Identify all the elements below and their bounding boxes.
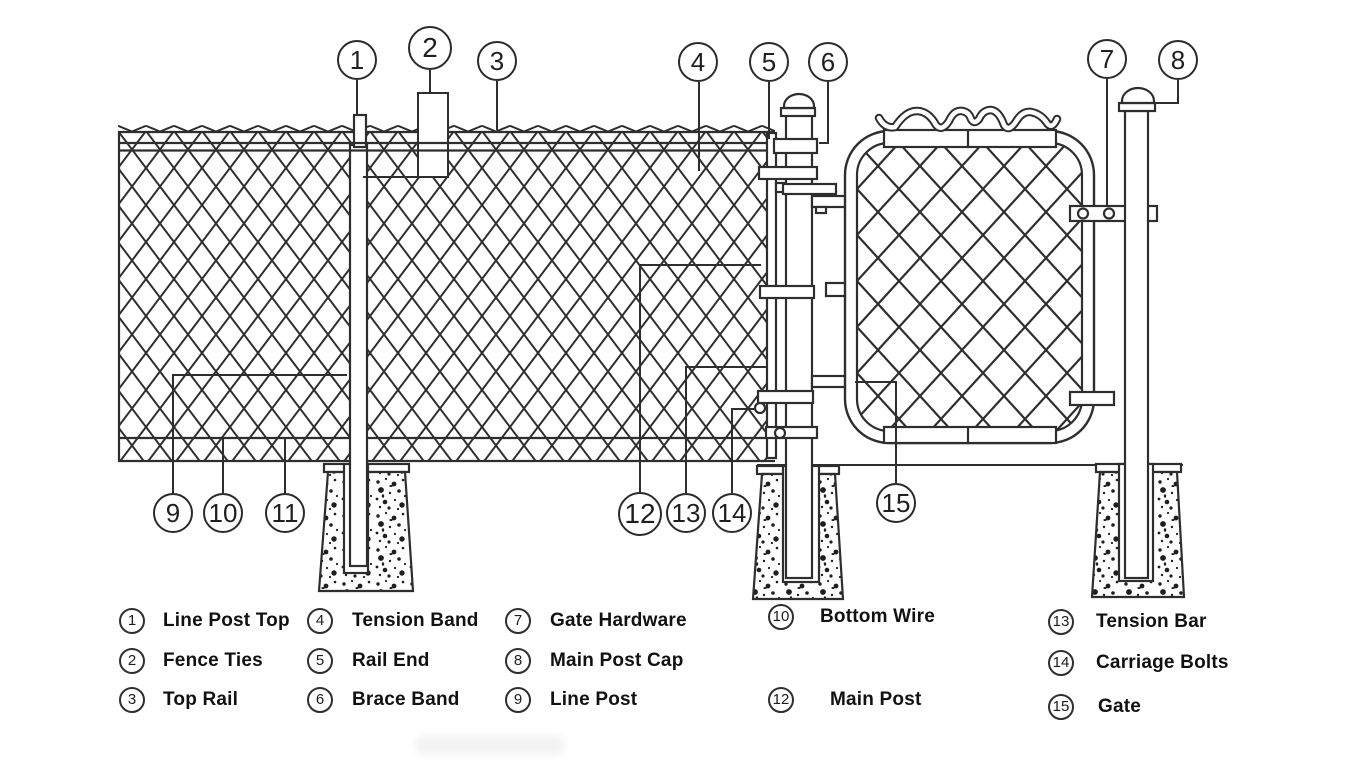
- legend-item-label: Line Post Top: [163, 609, 290, 631]
- leader-12: [639, 264, 761, 492]
- gate-top-bar: [882, 128, 1058, 149]
- gate-hinge-top: [810, 194, 850, 209]
- tension-band-mid: [758, 284, 816, 300]
- legend-item-label: Gate Hardware: [550, 609, 687, 631]
- callout-circle-15: 15: [876, 483, 916, 523]
- tension-band-top: [757, 165, 819, 181]
- gate-scroll-ornament: [874, 105, 1062, 133]
- callout-circle-9: 9: [153, 493, 193, 533]
- legend-item-number: 10: [768, 603, 794, 630]
- legend-item-label: Bottom Wire: [820, 605, 935, 627]
- legend-item: 14 Carriage Bolts: [1048, 649, 1229, 676]
- gate: [843, 128, 1096, 445]
- legend-item-label: Fence Ties: [163, 649, 263, 671]
- gate-post-cap: [1120, 86, 1156, 105]
- gate-mesh: [855, 141, 1084, 433]
- main-post-cap: [782, 92, 816, 110]
- legend-item-label: Carriage Bolts: [1096, 651, 1229, 673]
- leader-15: [855, 381, 897, 483]
- legend-item: 10 Bottom Wire: [768, 603, 935, 630]
- legend-item-label: Tension Bar: [1096, 610, 1207, 632]
- callout-circle-14: 14: [712, 493, 752, 533]
- callout-circle-2: 2: [408, 26, 452, 70]
- gate-bottom-bar: [882, 425, 1058, 445]
- legend-item: 13 Tension Bar: [1048, 608, 1207, 635]
- callout-circle-13: 13: [666, 493, 706, 533]
- legend-item: 2 Fence Ties: [119, 647, 263, 674]
- legend-item-label: Line Post: [550, 688, 638, 710]
- legend-item-number: 15: [1048, 693, 1074, 720]
- legend-item: 7 Gate Hardware: [505, 607, 687, 634]
- legend-item: 12 Main Post: [768, 686, 922, 713]
- leader-6: [819, 82, 829, 144]
- callout-circle-12: 12: [618, 492, 662, 536]
- legend-item-label: Tension Band: [352, 609, 479, 631]
- legend-item-label: Rail End: [352, 649, 430, 671]
- brace-band-low: [764, 425, 819, 440]
- line-post-top: [352, 113, 368, 149]
- leader-14: [731, 408, 754, 493]
- legend-item-label: Main Post Cap: [550, 649, 684, 671]
- legend-item: 1 Line Post Top: [119, 607, 290, 634]
- callout-circle-1: 1: [337, 40, 377, 80]
- tension-band-low: [756, 389, 815, 405]
- line-post: [348, 113, 369, 568]
- callout-circle-3: 3: [477, 41, 517, 81]
- legend-item: 4 Tension Band: [307, 607, 479, 634]
- leader-13: [685, 366, 766, 493]
- watermark-smudge: [415, 736, 565, 754]
- legend-item-number: 7: [505, 607, 531, 634]
- legend-item-number: 6: [307, 686, 333, 713]
- legend-item-number: 3: [119, 686, 145, 713]
- gate-post: [1117, 86, 1157, 580]
- fence-mesh: [118, 131, 775, 460]
- hinge-bracket-low: [1068, 390, 1116, 407]
- leader-9: [172, 374, 347, 493]
- legend-item-number: 13: [1048, 608, 1074, 635]
- legend-item-number: 2: [119, 647, 145, 674]
- legend-item-label: Brace Band: [352, 688, 460, 710]
- legend-item-number: 12: [768, 686, 794, 713]
- legend-item-number: 8: [505, 647, 531, 674]
- legend-item: 6 Brace Band: [307, 686, 460, 713]
- callout-circle-5: 5: [749, 42, 789, 82]
- legend-item-number: 4: [307, 607, 333, 634]
- legend-item-number: 14: [1048, 649, 1074, 676]
- top-rail: [118, 141, 782, 152]
- legend-item: 15 Gate: [1048, 693, 1141, 720]
- legend-item: 8 Main Post Cap: [505, 647, 684, 674]
- callout-circle-11: 11: [265, 493, 305, 533]
- rail-end: [772, 137, 819, 155]
- fence-ties-box: [363, 92, 449, 178]
- callout-circle-8: 8: [1158, 40, 1198, 80]
- callout-lines: [172, 70, 1179, 493]
- legend-item: 9 Line Post: [505, 686, 637, 713]
- legend-item-number: 1: [119, 607, 145, 634]
- callout-circle-10: 10: [203, 493, 243, 533]
- callout-circle-4: 4: [678, 42, 718, 82]
- callout-circle-6: 6: [808, 42, 848, 82]
- leader-8: [1152, 80, 1179, 104]
- legend-item: 3 Top Rail: [119, 686, 238, 713]
- brace-band: [781, 182, 838, 196]
- legend-item-label: Top Rail: [163, 688, 239, 710]
- legend-item-number: 9: [505, 686, 531, 713]
- carriage-bolt: [753, 401, 767, 415]
- legend-item-label: Gate: [1098, 695, 1142, 717]
- legend-item-number: 5: [307, 647, 333, 674]
- legend-item: 5 Rail End: [307, 647, 430, 674]
- callout-circle-7: 7: [1087, 39, 1127, 79]
- legend-item-label: Main Post: [830, 688, 922, 710]
- carriage-bolt: [773, 426, 787, 440]
